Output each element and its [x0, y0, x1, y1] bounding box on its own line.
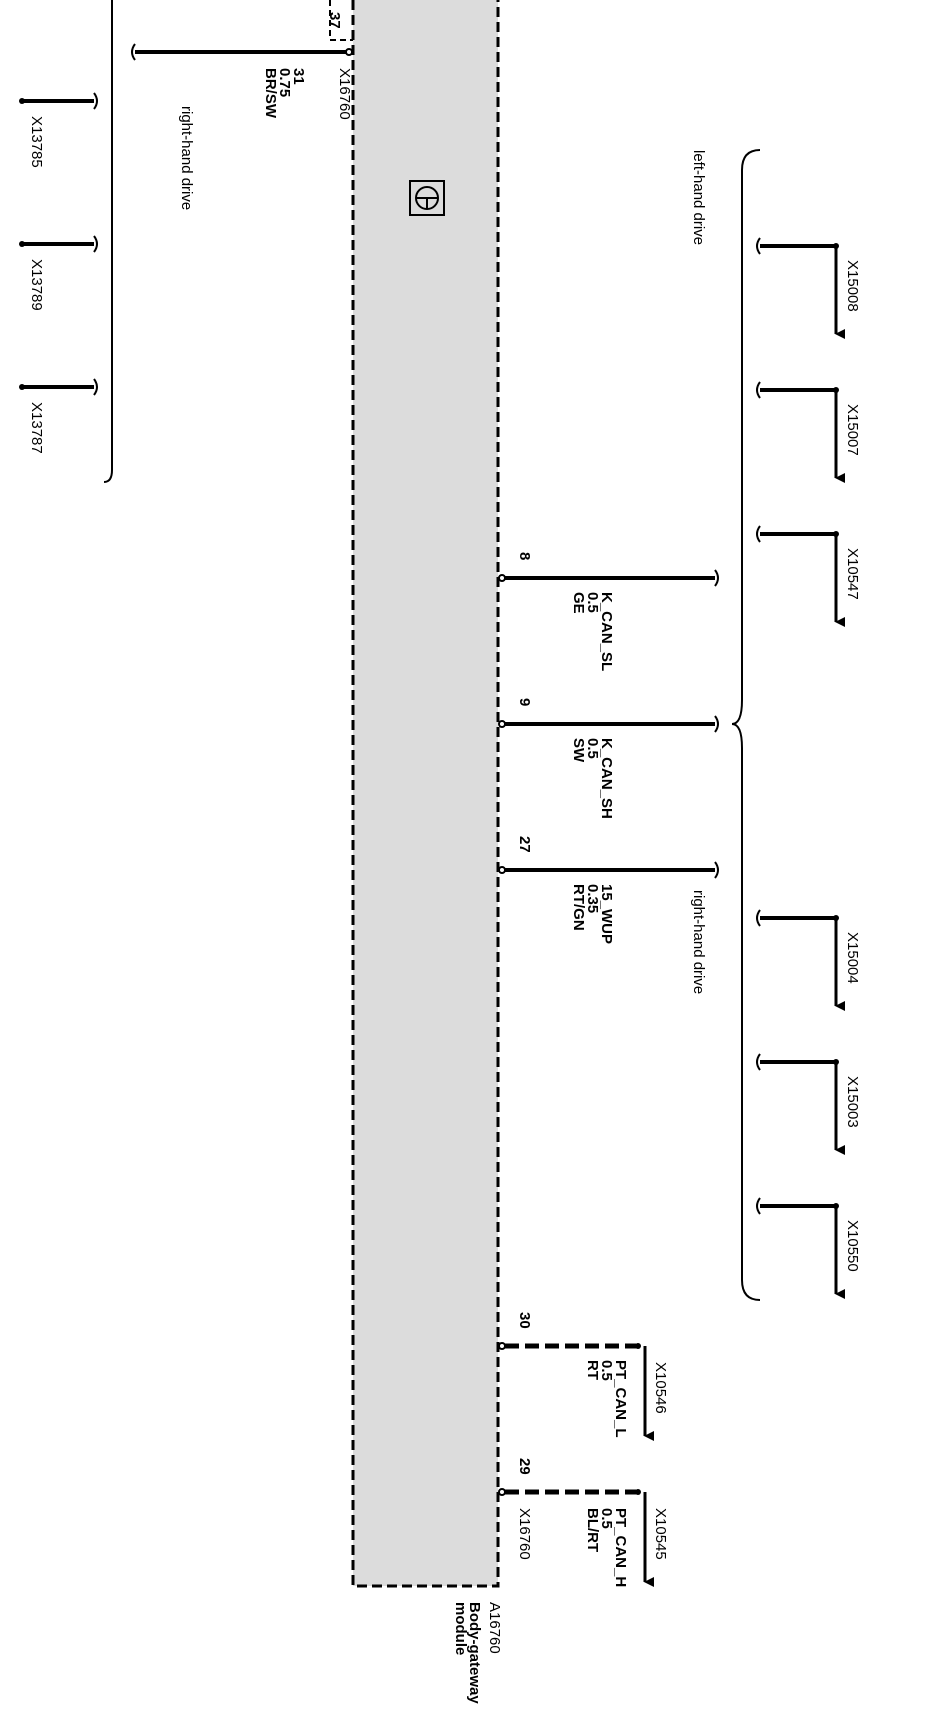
- pt-can-h-size: 0.5: [598, 1508, 615, 1529]
- pin-30-label: 30: [516, 1312, 533, 1329]
- module-name-line1: Body-gateway: [466, 1602, 483, 1704]
- wire-31-color: BR/SW: [262, 68, 279, 119]
- connector-x10550: [756, 1197, 845, 1299]
- connector-x10550-label: X10550: [844, 1220, 861, 1272]
- ground-x13789-label: X13789: [28, 259, 45, 311]
- connector-x15003: [756, 1053, 845, 1155]
- k-can-sl-size: 0.5: [584, 592, 601, 613]
- right-hand-drive-label-left: right-hand drive: [178, 106, 195, 210]
- wup-15-color: RT/GN: [570, 884, 587, 931]
- module-name-line2: module: [452, 1602, 469, 1655]
- connector-x10547: [756, 525, 845, 627]
- k-can-sh-signal: K_CAN_SH: [598, 738, 615, 819]
- pt-can-l-signal: PT_CAN_L: [612, 1360, 629, 1438]
- connector-x15007: [756, 381, 845, 483]
- k-can-sh-size: 0.5: [584, 738, 601, 759]
- left-hand-drive-label: left-hand drive: [690, 150, 707, 245]
- pt-can-l-color: RT: [584, 1360, 601, 1380]
- gateway-module-icon: [409, 180, 445, 216]
- connector-x15008-label: X15008: [844, 260, 861, 312]
- ground-connector-x13785: [19, 92, 98, 110]
- pt-can-l-wire: [498, 1342, 654, 1441]
- right-hand-drive-label-right: right-hand drive: [690, 890, 707, 994]
- connector-x15004: [756, 909, 845, 1011]
- connector-x15008: [756, 237, 845, 339]
- connector-x10545-label: X10545: [652, 1508, 669, 1560]
- pin-9-label: 9: [516, 698, 533, 706]
- lhd-bracket: [731, 149, 761, 1301]
- ground-x13785-label: X13785: [28, 116, 45, 168]
- pin-29-label: 29: [516, 1458, 533, 1475]
- connector-x10546-label: X10546: [652, 1362, 669, 1414]
- pt-can-h-wire: [498, 1488, 654, 1587]
- wup-15-signal: 15_WUP: [598, 884, 615, 944]
- pin-37-label: 37: [326, 12, 343, 29]
- ground-wire-31: [131, 43, 353, 61]
- pin-8-label: 8: [516, 552, 533, 560]
- pt-can-h-color: BL/RT: [584, 1508, 601, 1552]
- module-id-label: A16760: [486, 1602, 503, 1654]
- wire-31-size: 0.75: [276, 68, 293, 97]
- k-can-sl-signal: K_CAN_SL: [598, 592, 615, 671]
- connector-x15003-label: X15003: [844, 1076, 861, 1128]
- wire-31-signal: 31: [290, 68, 307, 85]
- connector-x10547-label: X10547: [844, 548, 861, 600]
- ground-connector-x13789: [19, 235, 98, 253]
- k-can-sh-wire: [498, 715, 719, 733]
- k-can-sl-wire: [498, 569, 719, 587]
- pt-can-h-signal: PT_CAN_H: [612, 1508, 629, 1587]
- ground-x13787-label: X13787: [28, 402, 45, 454]
- pin-27-label: 27: [516, 836, 533, 853]
- wup-15-wire: [498, 861, 719, 879]
- k-can-sl-color: GE: [570, 592, 587, 614]
- wup-15-size: 0.35: [584, 884, 601, 913]
- body-gateway-module: [329, 0, 500, 1588]
- k-can-sh-color: SW: [570, 738, 587, 763]
- module-connector-bottom-label: X16760: [516, 1508, 533, 1560]
- ground-connector-x13787: [19, 378, 98, 396]
- connector-x15004-label: X15004: [844, 932, 861, 984]
- ground-group-bracket: [103, 0, 113, 483]
- connector-x15007-label: X15007: [844, 404, 861, 456]
- module-connector-top-label: X16760: [336, 68, 353, 120]
- pt-can-l-size: 0.5: [598, 1360, 615, 1381]
